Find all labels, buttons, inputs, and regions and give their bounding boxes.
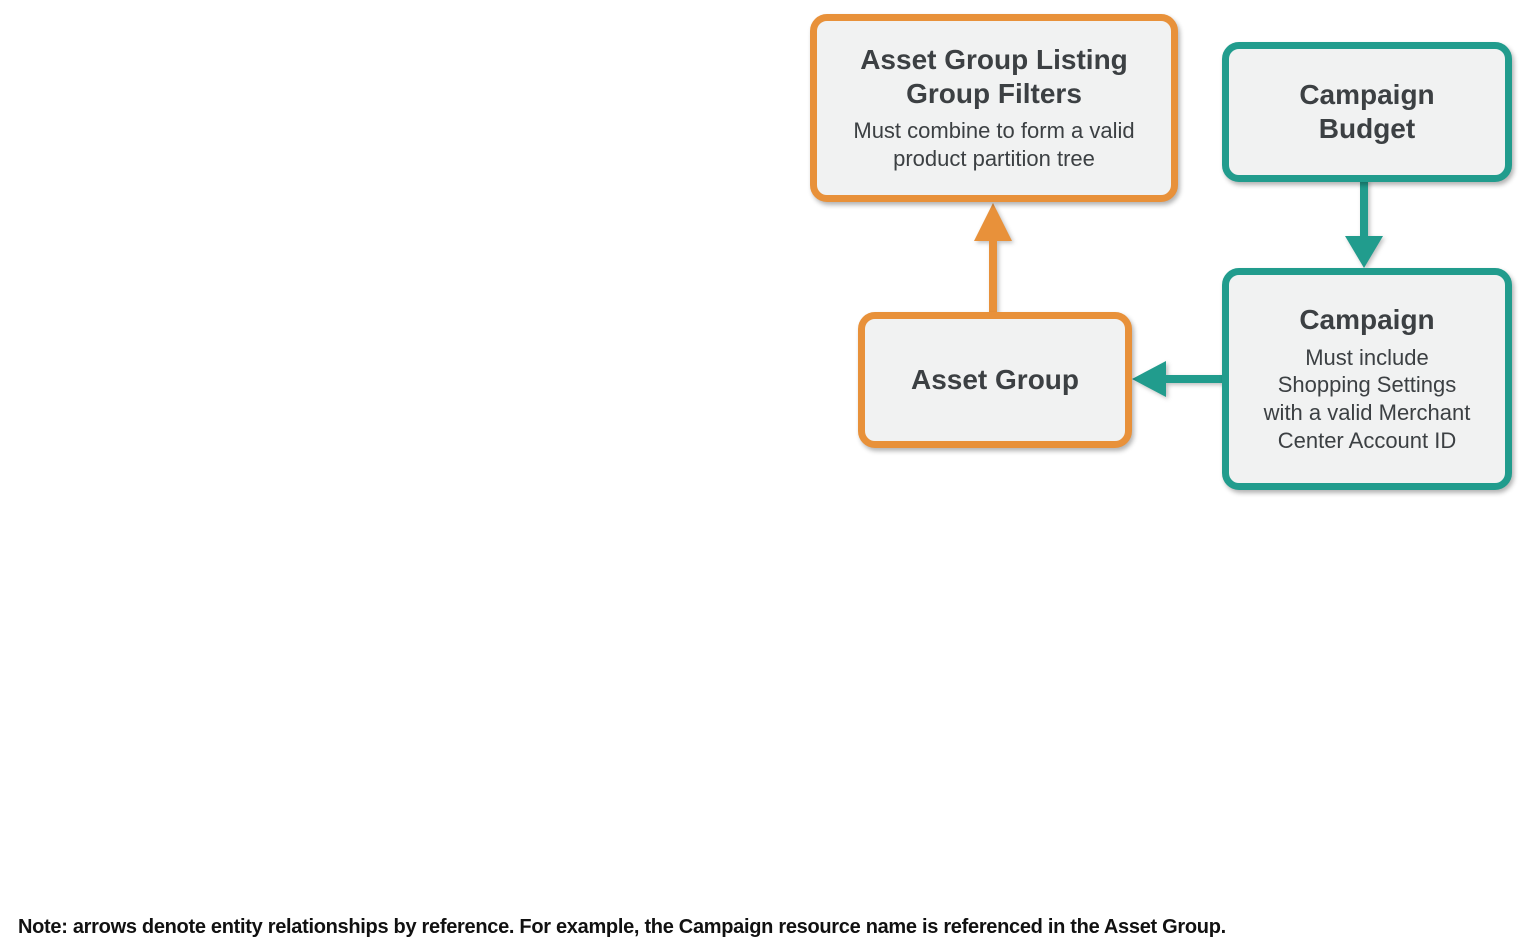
- arrow-campaign-to-asset-group: [1132, 361, 1227, 397]
- node-title: Campaign Budget: [1299, 78, 1435, 144]
- arrow-asset-group-to-listing-filters: [974, 203, 1012, 313]
- node-subtitle: Must include Shopping Settings with a va…: [1263, 344, 1471, 453]
- node-title: Campaign: [1299, 304, 1435, 336]
- node-subtitle: Must combine to form a valid product par…: [853, 118, 1135, 172]
- node-title: Asset Group: [910, 363, 1080, 395]
- footnote: Note: arrows denote entity relationships…: [18, 916, 1226, 938]
- node-asset-group-listing-group-filters: Asset Group Listing Group Filters Must c…: [810, 14, 1178, 202]
- node-title: Asset Group Listing Group Filters: [860, 44, 1128, 110]
- node-campaign: Campaign Must include Shopping Settings …: [1222, 268, 1512, 490]
- arrow-campaign-budget-to-campaign: [1345, 179, 1383, 268]
- node-campaign-budget: Campaign Budget: [1222, 42, 1512, 182]
- arrow-down-head-icon: [1345, 236, 1383, 268]
- arrow-up-head-icon: [974, 203, 1012, 241]
- node-asset-group: Asset Group: [858, 312, 1132, 448]
- arrow-left-head-icon: [1132, 361, 1166, 397]
